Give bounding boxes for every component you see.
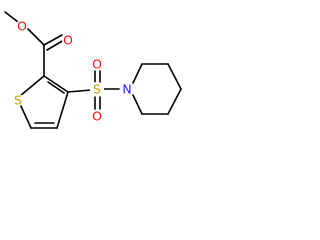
atom-sulfonyl-oxygen-bottom: O — [91, 109, 103, 124]
bond-ester-oxygen-carbonyl-carbon — [27, 28, 45, 46]
atom-ester-oxygen: O — [16, 19, 28, 34]
bond-ce-nitrogen — [132, 94, 143, 115]
atom-sulfonyl-sulfur-background — [90, 82, 104, 96]
atom-ester-oxygen-background — [16, 20, 28, 32]
bond-c4-c3 — [56, 91, 69, 129]
atom-ring-sulfur-background — [12, 94, 24, 106]
bond-carbonyl-double-b — [46, 39, 65, 51]
bond-nitrogen-ca — [132, 63, 143, 84]
atom-carbonyl-oxygen-label: O — [63, 33, 73, 48]
atom-nitrogen: N — [120, 82, 134, 97]
atom-sulfonyl-oxygen-top-background — [91, 58, 103, 70]
atom-ring-sulfur: S — [12, 93, 24, 108]
bond-c3-sulfonyl-sulfur — [67, 89, 92, 93]
atom-sulfonyl-sulfur-label: S — [93, 82, 101, 97]
atom-sulfonyl-oxygen-bottom-label: O — [92, 109, 102, 124]
atom-sulfonyl-oxygen-top: O — [91, 57, 103, 72]
bond-methyl-ester-oxygen — [4, 11, 19, 23]
bond-cc-cd — [167, 88, 182, 115]
atom-ring-sulfur-label: S — [14, 93, 22, 108]
bond-carbonyl-double-a — [43, 34, 63, 46]
atom-ester-oxygen-label: O — [17, 19, 27, 34]
atom-sulfonyl-oxygen-bottom-background — [91, 110, 103, 122]
atom-sulfonyl-oxygen-top-label: O — [92, 57, 102, 72]
atom-nitrogen-label: N — [122, 82, 131, 97]
bond-ring-sulfur-c5 — [19, 103, 32, 129]
molecule-structure-diagram: O O S S O O N — [4, 11, 182, 129]
bond-cb-cc — [167, 63, 182, 90]
bond-c2-c3-inner — [47, 81, 65, 94]
atom-nitrogen-background — [120, 82, 134, 96]
atom-sulfonyl-sulfur: S — [90, 82, 104, 97]
bond-c2-ring-sulfur — [19, 75, 45, 97]
bond-layer — [4, 11, 182, 129]
atom-carbonyl-oxygen: O — [62, 33, 74, 48]
bond-c2-c3 — [43, 75, 69, 93]
atom-layer: O O S S O O N — [12, 19, 134, 124]
atom-carbonyl-oxygen-background — [62, 34, 74, 46]
